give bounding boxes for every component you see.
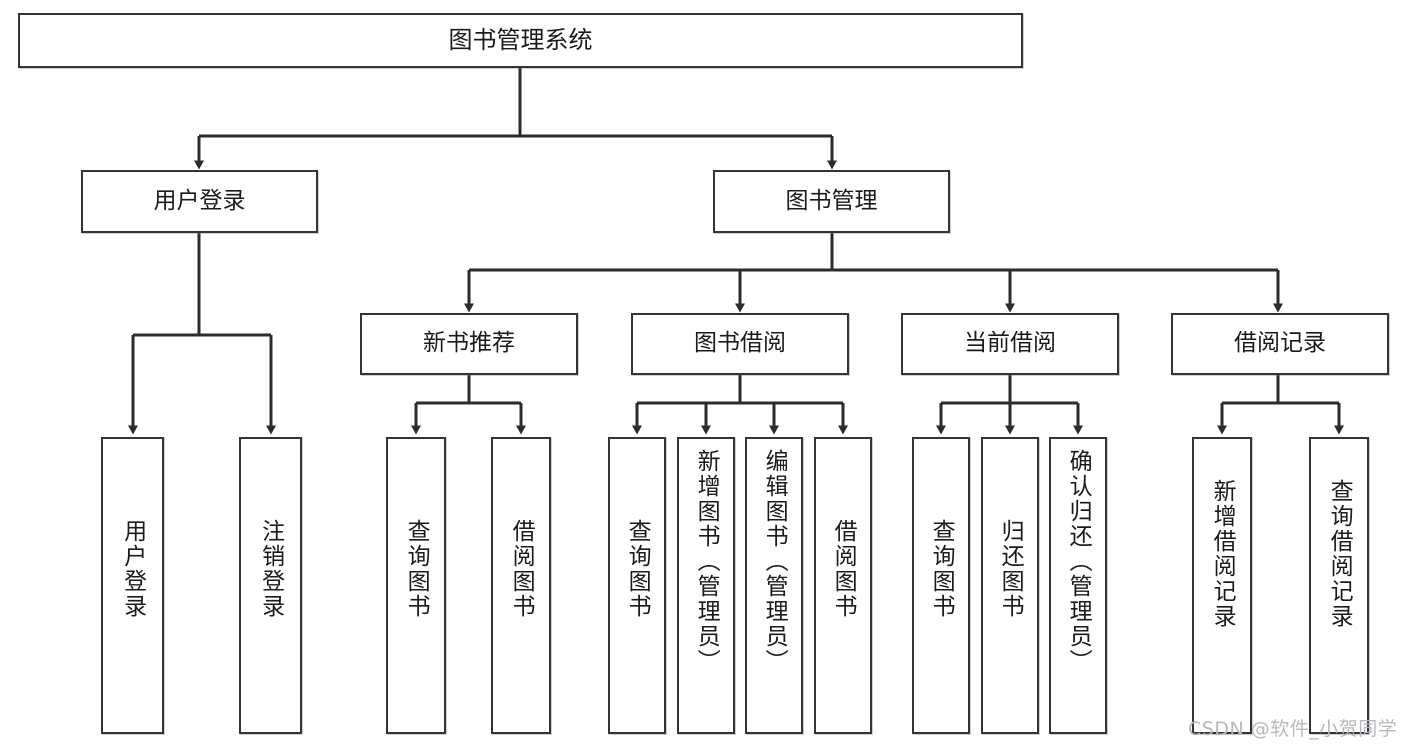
leaf-edit-book-admin[interactable]: 编辑图书（管理员） <box>745 437 803 734</box>
leaf-return-book-label: 归还图书 <box>997 519 1024 619</box>
leaf-confirm-return-admin[interactable]: 确认归还（管理员） <box>1049 437 1107 734</box>
leaf-return-book[interactable]: 归还图书 <box>981 437 1039 734</box>
leaf-user-login[interactable]: 用户登录 <box>101 437 164 734</box>
leaf-add-book-admin[interactable]: 新增图书（管理员） <box>677 437 735 734</box>
leaf-user-logout[interactable]: 注销登录 <box>239 437 302 734</box>
watermark: CSDN @软件_小贺同学 <box>1188 718 1398 740</box>
node-new-book-rec[interactable]: 新书推荐 <box>360 313 578 375</box>
leaf-query-record[interactable]: 查询借阅记录 <box>1309 437 1369 734</box>
leaf-borrow-book-2-label: 借阅图书 <box>830 519 857 619</box>
leaf-query-book-2-label: 查询图书 <box>624 519 651 619</box>
leaf-add-record-label: 新增借阅记录 <box>1209 479 1236 629</box>
node-current-borrow[interactable]: 当前借阅 <box>901 313 1119 375</box>
node-user-login-label: 用户登录 <box>153 187 246 214</box>
leaf-borrow-book-1-label: 借阅图书 <box>508 519 535 619</box>
leaf-user-logout-label: 注销登录 <box>257 519 284 619</box>
leaf-borrow-book-2[interactable]: 借阅图书 <box>814 437 872 734</box>
node-borrow-record-label: 借阅记录 <box>1234 330 1326 357</box>
node-book-borrow-label: 图书借阅 <box>694 330 786 357</box>
leaf-user-login-label: 用户登录 <box>119 519 146 619</box>
leaf-query-book-1[interactable]: 查询图书 <box>386 437 446 734</box>
node-current-borrow-label: 当前借阅 <box>964 330 1056 357</box>
leaf-query-record-label: 查询借阅记录 <box>1326 479 1353 629</box>
node-book-admin[interactable]: 图书管理 <box>713 170 950 233</box>
node-book-borrow[interactable]: 图书借阅 <box>631 313 849 375</box>
node-borrow-record[interactable]: 借阅记录 <box>1171 313 1389 375</box>
leaf-borrow-book-1[interactable]: 借阅图书 <box>491 437 551 734</box>
leaf-add-record[interactable]: 新增借阅记录 <box>1192 437 1252 734</box>
node-new-book-rec-label: 新书推荐 <box>423 330 515 357</box>
node-book-admin-label: 图书管理 <box>785 187 878 214</box>
leaf-add-book-admin-label: 新增图书（管理员） <box>693 449 720 674</box>
leaf-confirm-return-admin-label: 确认归还（管理员） <box>1065 449 1092 674</box>
node-root[interactable]: 图书管理系统 <box>18 13 1023 68</box>
leaf-query-book-3[interactable]: 查询图书 <box>912 437 970 734</box>
leaf-query-book-2[interactable]: 查询图书 <box>608 437 666 734</box>
node-root-label: 图书管理系统 <box>448 26 593 55</box>
leaf-query-book-3-label: 查询图书 <box>928 519 955 619</box>
node-user-login[interactable]: 用户登录 <box>81 170 318 233</box>
leaf-edit-book-admin-label: 编辑图书（管理员） <box>761 449 788 674</box>
leaf-query-book-1-label: 查询图书 <box>403 519 430 619</box>
